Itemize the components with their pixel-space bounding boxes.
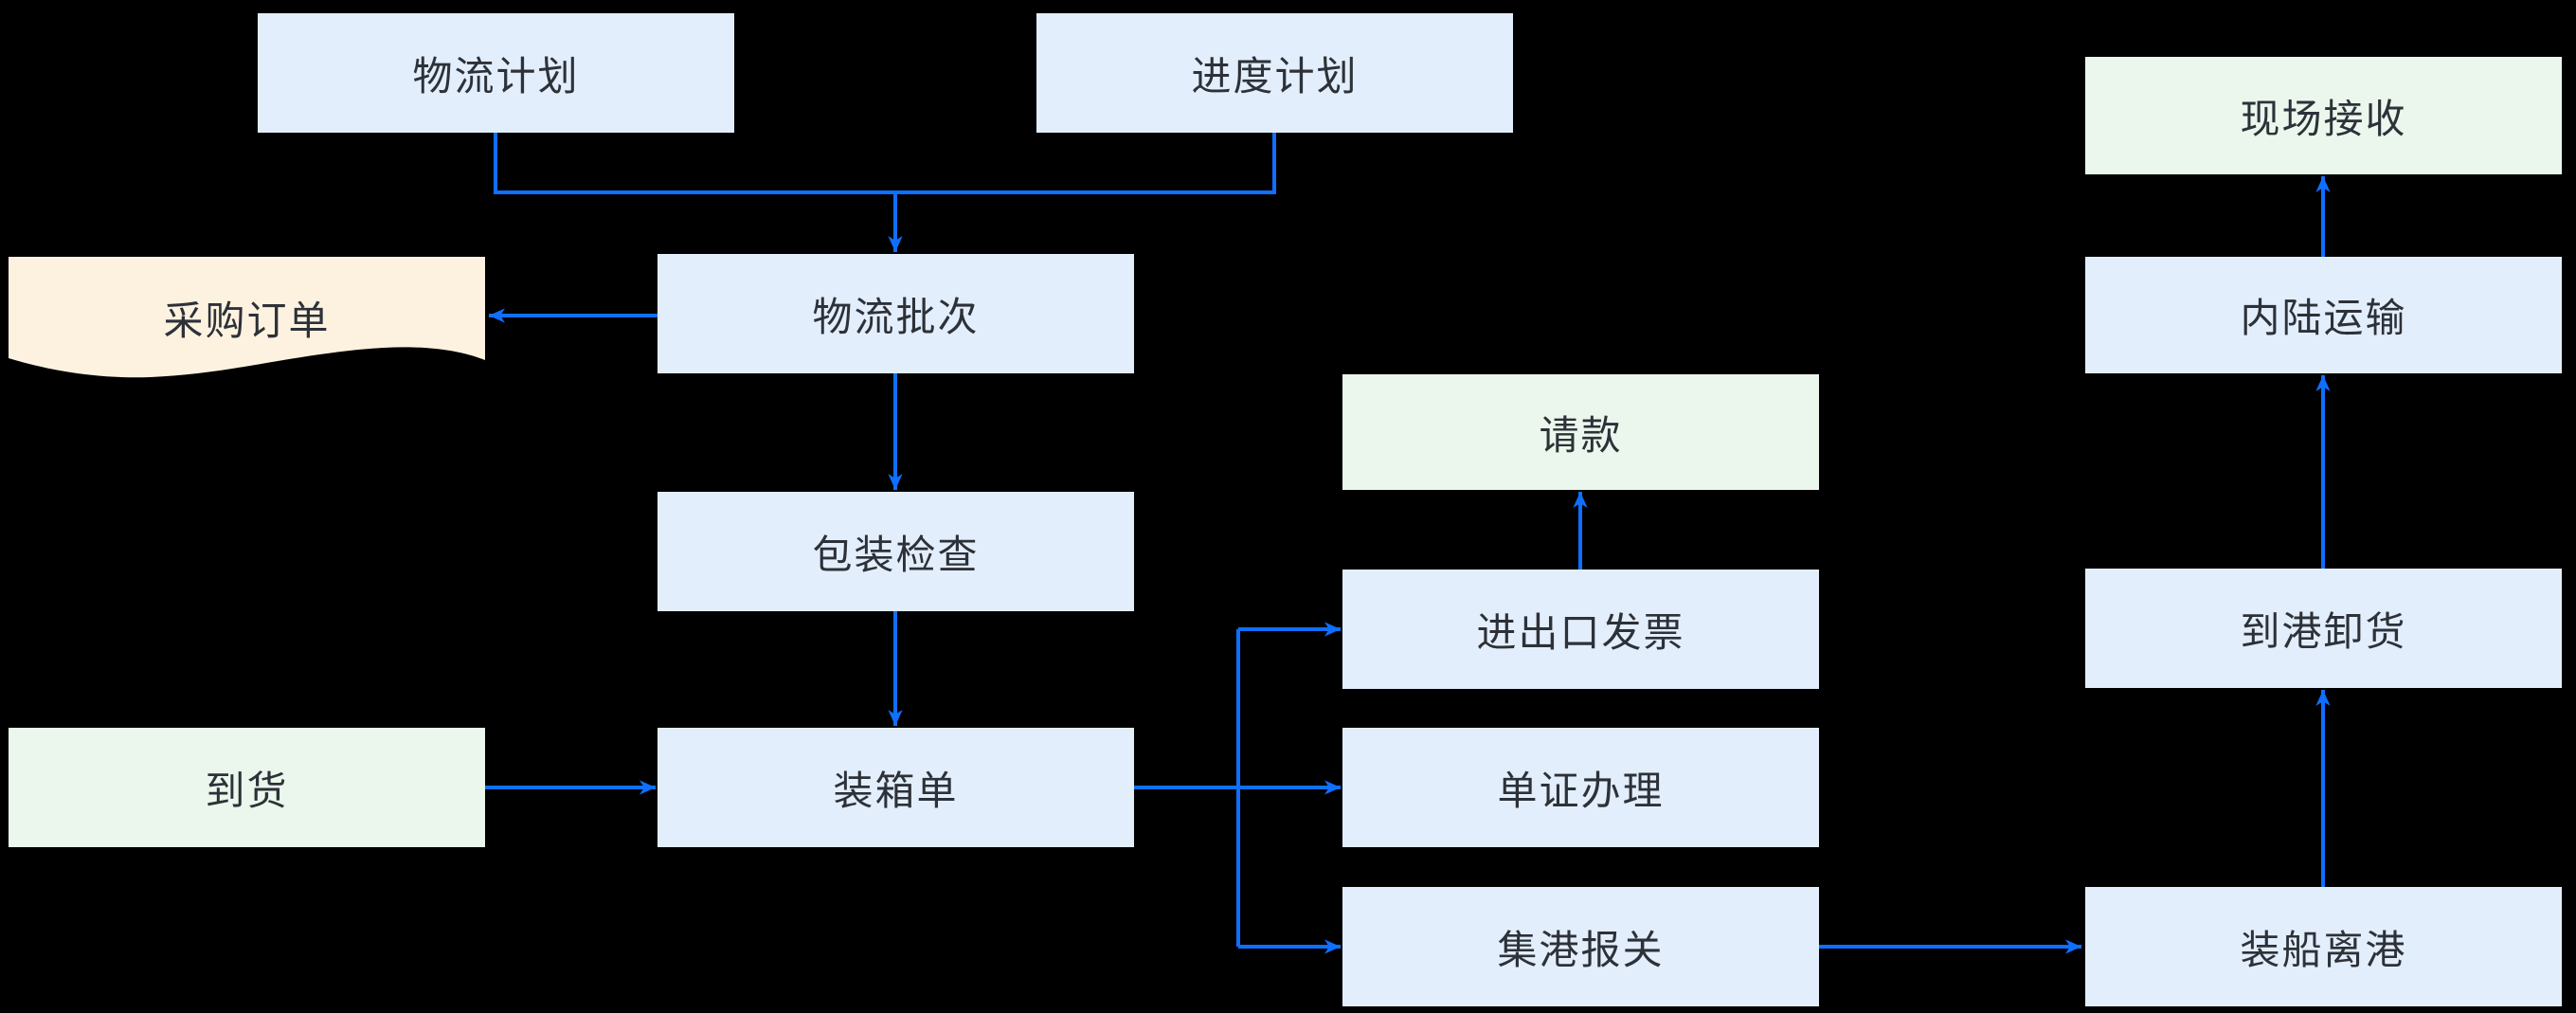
document-shape-path <box>9 257 485 378</box>
node-label-purchase-order: 采购订单 <box>163 298 331 343</box>
document-shape <box>9 257 485 378</box>
node-label-packing-list: 装箱单 <box>833 768 959 813</box>
flow-node-document-processing[interactable]: 单证办理 <box>1342 728 1819 847</box>
flow-node-purchase-order[interactable]: 采购订单 <box>9 257 485 378</box>
flow-node-arrival[interactable]: 到货 <box>9 728 485 847</box>
node-label-inland-transport: 内陆运输 <box>2240 296 2407 340</box>
flow-node-inland-transport[interactable]: 内陆运输 <box>2085 257 2562 373</box>
node-label-document-processing: 单证办理 <box>1497 768 1665 813</box>
edge-plans-merge-left <box>494 133 895 194</box>
flow-node-import-export-invoice[interactable]: 进出口发票 <box>1342 570 1819 689</box>
flow-node-site-receiving[interactable]: 现场接收 <box>2085 57 2562 174</box>
node-label-ship-departure: 装船离港 <box>2240 927 2407 972</box>
node-label-payment-request: 请款 <box>1539 412 1623 458</box>
node-label-schedule-plan: 进度计划 <box>1191 53 1359 99</box>
node-label-logistics-batch: 物流批次 <box>812 294 980 339</box>
flow-node-logistics-batch[interactable]: 物流批次 <box>658 254 1134 373</box>
node-label-port-unloading: 到港卸货 <box>2240 608 2407 654</box>
node-label-packing-inspection: 包装检查 <box>812 532 980 577</box>
flow-node-packing-list[interactable]: 装箱单 <box>658 728 1134 847</box>
flow-node-ship-departure[interactable]: 装船离港 <box>2085 887 2562 1006</box>
flow-node-port-unloading[interactable]: 到港卸货 <box>2085 569 2562 688</box>
node-label-arrival: 到货 <box>205 768 289 813</box>
flow-node-logistics-plan[interactable]: 物流计划 <box>258 13 734 133</box>
node-label-port-customs-declaration: 集港报关 <box>1497 927 1665 972</box>
flow-node-packing-inspection[interactable]: 包装检查 <box>658 492 1134 611</box>
node-label-logistics-plan: 物流计划 <box>412 53 580 99</box>
node-label-import-export-invoice: 进出口发票 <box>1476 609 1685 655</box>
node-label-site-receiving: 现场接收 <box>2240 96 2407 141</box>
edge-group <box>485 133 2331 954</box>
edge-plans-merge-right <box>895 133 1276 194</box>
flow-node-port-customs-declaration[interactable]: 集港报关 <box>1342 887 1819 1006</box>
flow-node-payment-request[interactable]: 请款 <box>1342 374 1819 490</box>
flow-node-schedule-plan[interactable]: 进度计划 <box>1036 13 1513 133</box>
